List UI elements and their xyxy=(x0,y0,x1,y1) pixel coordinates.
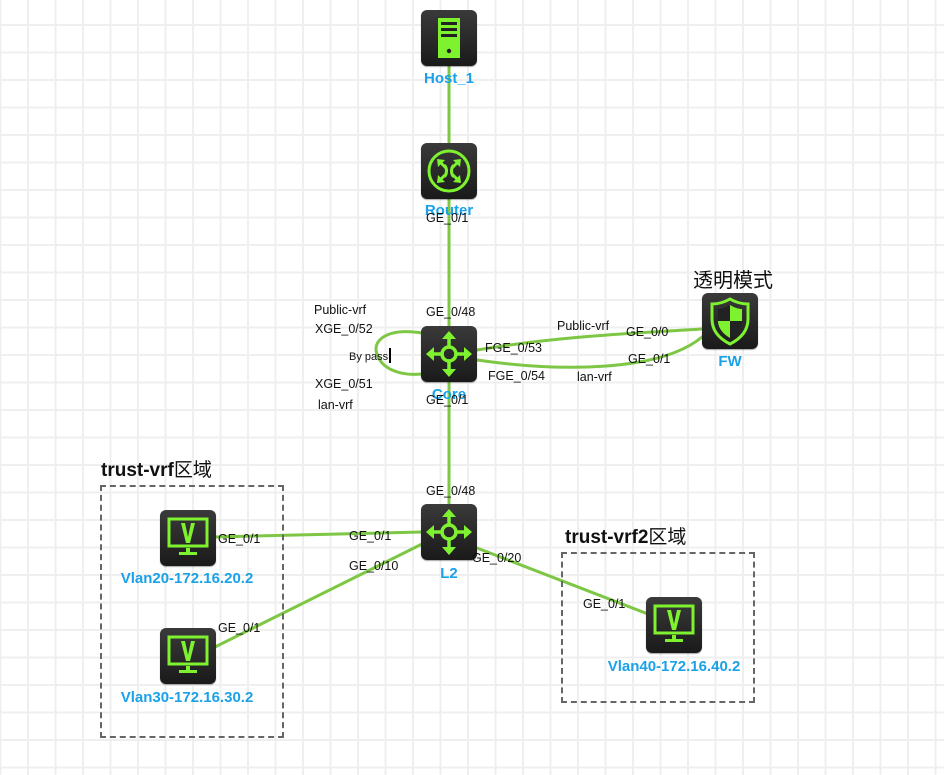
zone-trust-vrf xyxy=(100,485,284,738)
port-core-xge052: XGE_0/52 xyxy=(315,322,373,336)
label-core-lan-vrf: lan-vrf xyxy=(318,398,353,412)
port-core-ge01: GE_0/1 xyxy=(426,393,469,407)
vlan-monitor-icon xyxy=(167,517,209,555)
link-core-fw-public[interactable] xyxy=(475,327,704,352)
link-core-bypass-loop[interactable] xyxy=(374,330,424,376)
link-core-fw-lan[interactable] xyxy=(475,335,704,369)
firewall-shield-icon xyxy=(710,297,750,346)
label-core: Core xyxy=(431,386,467,403)
port-core-fge053: FGE_0/53 xyxy=(485,341,542,355)
zone-title-cjk: 区域 xyxy=(173,459,212,481)
bypass-text: By pass xyxy=(349,351,389,363)
zone-title-latin: trust-vrf xyxy=(101,460,174,481)
port-l2-ge01: GE_0/1 xyxy=(349,529,392,543)
device-vlan20[interactable] xyxy=(160,510,216,566)
label-l2: L2 xyxy=(440,565,458,582)
zone-title-cjk: 区域 xyxy=(648,526,687,548)
port-vlan40-ge01: GE_0/1 xyxy=(583,597,626,611)
port-core-ge048: GE_0/48 xyxy=(426,305,476,319)
label-bypass: By pass xyxy=(349,348,391,363)
device-fw[interactable] xyxy=(702,293,758,349)
port-l2-ge048: GE_0/48 xyxy=(426,484,476,498)
port-vlan20-ge01: GE_0/1 xyxy=(218,532,261,546)
label-host1: Host_1 xyxy=(423,70,475,87)
link-l2-vlan30[interactable] xyxy=(213,542,424,649)
label-vlan20: Vlan20-172.16.20.2 xyxy=(120,570,254,587)
device-host1[interactable] xyxy=(421,10,477,66)
port-vlan30-ge01: GE_0/1 xyxy=(218,621,261,635)
device-vlan40[interactable] xyxy=(646,597,702,653)
switch-icon xyxy=(426,331,472,377)
zone-title-latin: trust-vrf2 xyxy=(565,527,649,548)
switch-icon xyxy=(426,509,472,555)
router-icon xyxy=(427,149,471,193)
vlan-monitor-icon xyxy=(653,604,695,642)
label-fw-lan-vrf: lan-vrf xyxy=(577,370,612,384)
port-l2-ge010: GE_0/10 xyxy=(349,559,399,573)
text-cursor xyxy=(389,348,391,363)
server-icon xyxy=(438,18,460,58)
device-core[interactable] xyxy=(421,326,477,382)
port-fw-ge01: GE_0/1 xyxy=(628,352,671,366)
label-fw-mode: 透明模式 xyxy=(693,268,773,292)
label-router: Router xyxy=(424,202,474,219)
port-core-xge051: XGE_0/51 xyxy=(315,377,373,391)
label-fw: FW xyxy=(718,353,742,370)
device-l2[interactable] xyxy=(421,504,477,560)
label-core-public-vrf: Public-vrf xyxy=(314,303,367,317)
port-router-ge01: GE_0/1 xyxy=(426,211,469,225)
link-l2-vlan20[interactable] xyxy=(213,530,424,539)
zone-trust-vrf2 xyxy=(561,552,755,703)
zone-title-trust-vrf2: trust-vrf2区域 xyxy=(565,522,686,549)
device-router[interactable] xyxy=(421,143,477,199)
label-vlan40: Vlan40-172.16.40.2 xyxy=(607,658,741,675)
label-vlan30: Vlan30-172.16.30.2 xyxy=(120,689,254,706)
port-l2-ge020: GE_0/20 xyxy=(472,551,522,565)
device-vlan30[interactable] xyxy=(160,628,216,684)
vlan-monitor-icon xyxy=(167,635,209,673)
zone-title-trust-vrf: trust-vrf区域 xyxy=(101,455,212,482)
port-fw-ge00: GE_0/0 xyxy=(626,325,669,339)
label-fw-public-vrf: Public-vrf xyxy=(557,319,610,333)
port-core-fge054: FGE_0/54 xyxy=(488,369,545,383)
